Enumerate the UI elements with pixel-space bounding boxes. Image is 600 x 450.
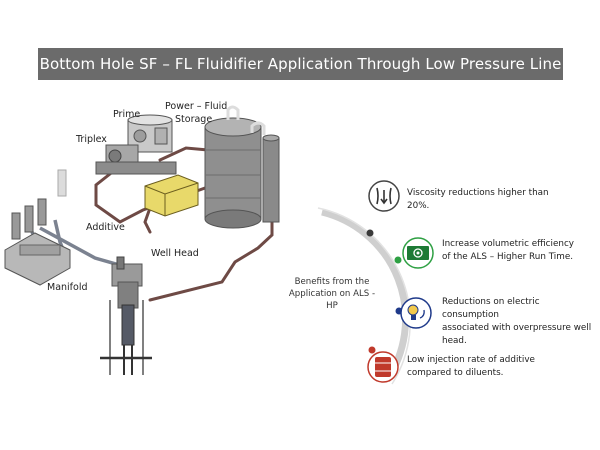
pipe-storage-to-wellhead — [148, 173, 274, 302]
label-well-head: Well Head — [151, 248, 199, 259]
benefit-item-3: Reductions on electric consumption assoc… — [442, 296, 597, 348]
label-prime: Prime — [113, 109, 141, 120]
benefit-1-line-1: Viscosity reductions higher than — [407, 188, 549, 198]
benefit-dot-1 — [366, 229, 374, 237]
label-power-fluid: Power – Fluid — [165, 101, 228, 112]
benefit-3-line-1: Reductions on electric consumption — [442, 297, 540, 320]
label-manifold: Manifold — [47, 282, 88, 293]
separator-column — [250, 121, 280, 223]
triplex-pump — [95, 144, 177, 175]
benefit-dot-2 — [394, 256, 402, 264]
additive-barrel-icon — [367, 351, 399, 383]
benefit-4-line-2: compared to diluents. — [407, 368, 504, 378]
benefit-2-line-2: of the ALS – Higher Run Time. — [442, 252, 574, 262]
benefits-arc-outer — [317, 207, 411, 385]
manifold — [4, 169, 71, 286]
title-bar: Bottom Hole SF – FL Fluidifier Applicati… — [38, 48, 563, 80]
benefits-arc — [321, 208, 410, 382]
benefit-dot-4 — [368, 346, 376, 354]
benefit-3-line-2: associated with overpressure well — [442, 323, 592, 333]
benefit-3-line-3: head. — [442, 336, 467, 346]
label-triplex: Triplex — [76, 134, 107, 145]
benefits-center-label: Benefits from the Application on ALS - H… — [288, 277, 376, 311]
benefit-2-line-1: Increase volumetric efficiency — [442, 239, 574, 249]
additive-tank — [144, 174, 199, 217]
label-storage: Storage — [175, 114, 213, 125]
electric-icon — [400, 297, 432, 329]
prime-mover — [127, 114, 173, 153]
benefit-item-1: Viscosity reductions higher than 20%. — [407, 187, 597, 213]
benefit-item-2: Increase volumetric efficiency of the AL… — [442, 238, 592, 264]
storage-tank — [204, 105, 262, 229]
benefit-1-line-2: 20%. — [407, 201, 430, 211]
efficiency-icon — [402, 237, 434, 269]
viscosity-icon — [368, 180, 400, 212]
well-head — [100, 256, 152, 375]
benefit-4-line-1: Low injection rate of additive — [407, 355, 535, 365]
benefit-item-4: Low injection rate of additive compared … — [407, 354, 597, 380]
page-title: Bottom Hole SF – FL Fluidifier Applicati… — [39, 55, 562, 73]
pipe-additive-line — [143, 206, 152, 234]
label-additive: Additive — [86, 222, 125, 233]
